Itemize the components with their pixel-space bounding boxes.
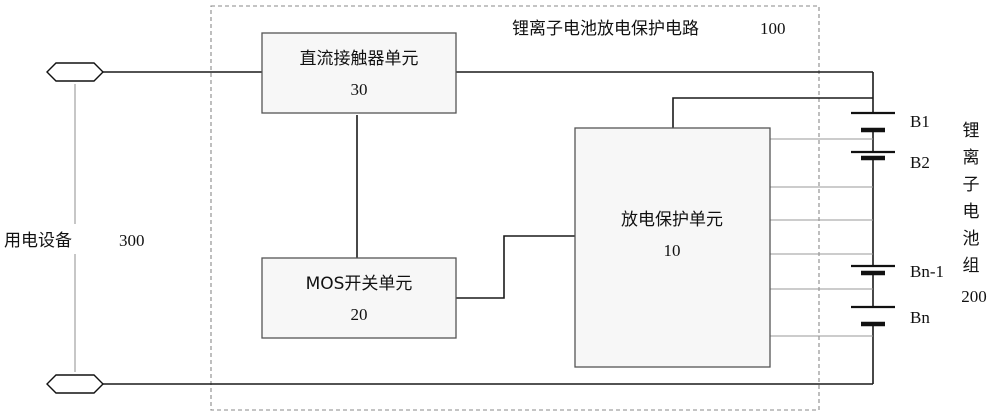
sense-lines — [770, 138, 873, 337]
terminal-bottom-icon — [46, 374, 104, 394]
mos-unit-title: MOS开关单元 — [306, 274, 413, 294]
terminal-top-icon — [46, 62, 104, 82]
cell-label-b1: B1 — [910, 112, 930, 131]
device-number: 300 — [119, 231, 145, 250]
svg-text:锂: 锂 — [963, 121, 980, 141]
device-label: 用电设备 — [4, 231, 72, 251]
svg-text:池: 池 — [963, 229, 980, 249]
contactor-unit-box — [261, 32, 457, 114]
protection-unit-box — [574, 127, 771, 368]
cell-label-bn: Bn — [910, 308, 930, 327]
contactor-unit-title: 直流接触器单元 — [300, 49, 419, 69]
cell-label-b2: B2 — [910, 153, 930, 172]
circuit-number: 100 — [760, 19, 786, 38]
battery-cell-b2 — [851, 150, 895, 161]
battery-cell-b1 — [851, 111, 895, 133]
contactor-unit-number: 30 — [351, 80, 368, 99]
circuit-title: 锂离子电池放电保护电路 — [512, 19, 699, 39]
mos-unit-number: 20 — [351, 305, 368, 324]
battery-pack-label: 锂 离 子 电 池 组 — [963, 121, 980, 276]
battery-pack-number: 200 — [961, 287, 987, 306]
protection-unit-title: 放电保护单元 — [621, 210, 723, 230]
cell-label-bn-1: Bn-1 — [910, 262, 944, 281]
svg-text:电: 电 — [963, 202, 980, 222]
battery-cell-bn — [851, 305, 895, 327]
battery-cell-bn-1 — [851, 264, 895, 276]
svg-text:子: 子 — [963, 175, 980, 195]
mos-unit-box — [261, 257, 457, 339]
svg-text:组: 组 — [963, 256, 980, 276]
protection-circuit-boundary — [210, 5, 820, 411]
protection-unit-number: 10 — [664, 241, 681, 260]
svg-text:离: 离 — [963, 148, 980, 168]
